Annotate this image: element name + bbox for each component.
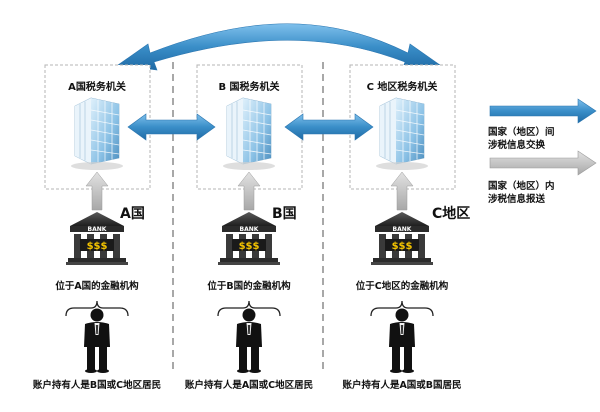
- institution-label-1: 位于A国的金融机构: [55, 280, 139, 292]
- bank-icon-1: BANK $$$: [66, 212, 128, 265]
- jurisdiction-label-2: B国: [272, 206, 297, 222]
- jurisdiction-label-3: C地区: [432, 205, 470, 222]
- authority-label-1: A国税务机关: [68, 80, 126, 93]
- report-arrow-1: [85, 171, 109, 211]
- person-icon-2: [236, 308, 262, 373]
- person-icon-1: [84, 308, 110, 373]
- bank-roof: [375, 212, 429, 226]
- legend-exchange-arrow: [489, 98, 597, 124]
- bank-base: [68, 258, 126, 262]
- bank-money-panel: [385, 239, 419, 251]
- bank-icon-2: BANK $$$: [218, 212, 280, 265]
- bank-sign-text: BANK: [240, 226, 259, 233]
- holder-label-1: 账户持有人是B国或C地区居民: [32, 379, 161, 391]
- bank-sign-text: BANK: [393, 226, 412, 233]
- bank-base: [220, 258, 278, 262]
- holder-label-3: 账户持有人是A国或B国居民: [341, 379, 461, 391]
- exchange-arrow-bc: [284, 113, 374, 141]
- bank-column: [265, 234, 272, 258]
- brace-1: [65, 300, 129, 317]
- legend-report-line2: 涉税信息报送: [488, 194, 546, 205]
- bank-header: [222, 226, 276, 232]
- bank-money-panel: [232, 239, 266, 251]
- bank-column: [113, 234, 120, 258]
- report-arrow-3: [390, 171, 414, 211]
- bank-base-step: [218, 262, 280, 265]
- exchange-arrow-ab: [127, 113, 216, 141]
- legend-exchange-line2: 涉税信息交换: [488, 140, 546, 151]
- legend-report-arrow: [489, 150, 597, 176]
- jurisdiction-label-1: A国: [120, 206, 145, 222]
- bank-base-step: [371, 262, 433, 265]
- arc-exchange-arrow: [117, 23, 441, 71]
- bank-base: [373, 258, 431, 262]
- bank-base-step: [66, 262, 128, 265]
- bank-column: [226, 234, 233, 258]
- bank-column: [74, 234, 81, 258]
- bank-money-text: $$$: [87, 241, 108, 252]
- bank-icon-3: BANK $$$: [371, 212, 433, 265]
- legend: 国家（地区）间 涉税信息交换 国家（地区）内 涉税信息报送: [488, 94, 598, 214]
- bank-roof: [222, 212, 276, 226]
- bank-header: [375, 226, 429, 232]
- bank-money-panel: [80, 239, 114, 251]
- bank-roof: [70, 212, 124, 226]
- bank-sign-text: BANK: [88, 226, 107, 233]
- legend-exchange-line1: 国家（地区）间: [488, 127, 555, 138]
- report-arrow-2: [237, 171, 261, 211]
- legend-report-text: 国家（地区）内 涉税信息报送: [488, 180, 555, 206]
- bank-money-text: $$$: [392, 241, 413, 252]
- bank-header: [70, 226, 124, 232]
- institution-label-2: 位于B国的金融机构: [207, 280, 291, 292]
- authority-label-2: B 国税务机关: [218, 80, 279, 93]
- bank-column: [379, 234, 386, 258]
- bank-column: [418, 234, 425, 258]
- legend-report-line1: 国家（地区）内: [488, 181, 555, 192]
- legend-exchange-text: 国家（地区）间 涉税信息交换: [488, 126, 555, 152]
- person-icon-3: [389, 308, 415, 373]
- holder-label-2: 账户持有人是A国或C地区居民: [184, 379, 313, 391]
- brace-3: [370, 300, 434, 317]
- institution-label-3: 位于C地区的金融机构: [356, 280, 449, 292]
- brace-2: [217, 300, 281, 317]
- authority-label-3: C 地区税务机关: [367, 80, 438, 93]
- bank-money-text: $$$: [239, 241, 260, 252]
